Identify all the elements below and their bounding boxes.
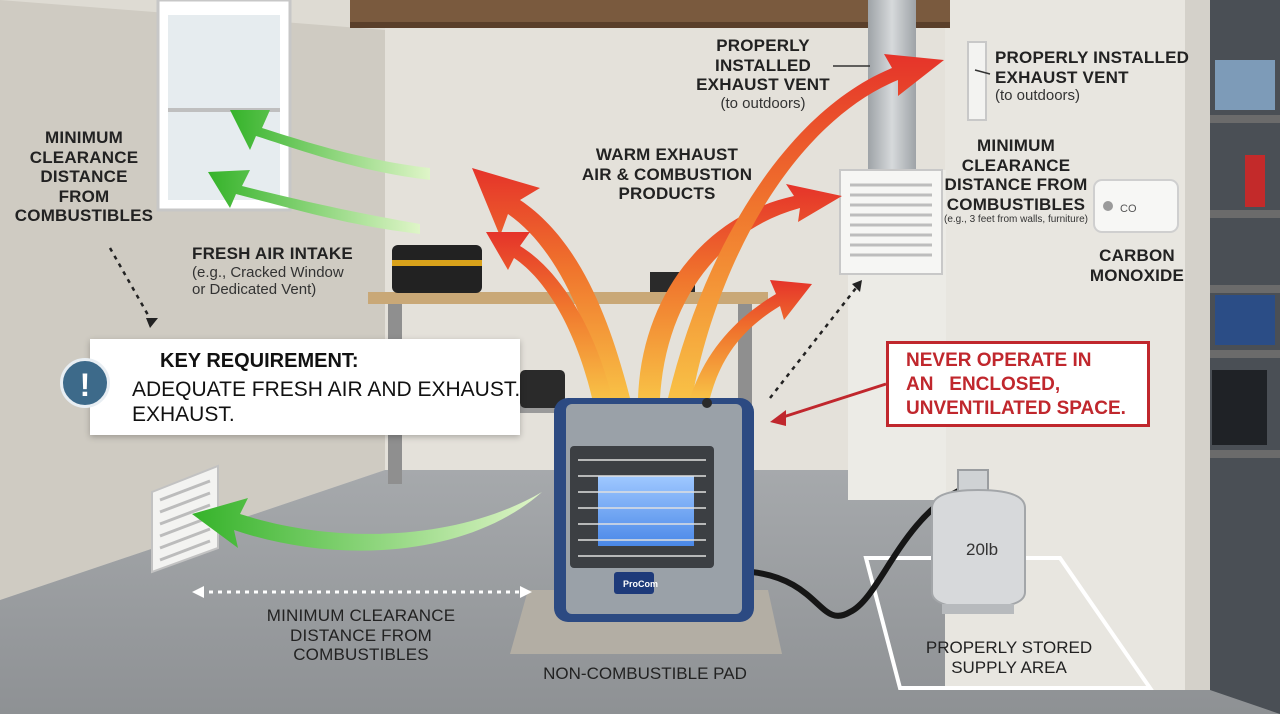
heater-flame-panel <box>598 476 694 546</box>
wall-vent-grille <box>839 169 943 275</box>
label-line: MONOXIDE <box>1089 265 1185 285</box>
label-line: WARM EXHAUST <box>595 145 739 164</box>
heater-brand-label: ProCom <box>623 579 659 589</box>
exhaust-vent-grille <box>967 41 987 121</box>
fresh-air-arrow <box>192 492 542 551</box>
clearance-arrowhead <box>146 318 158 328</box>
label-line: or Dedicated Vent) <box>192 280 317 298</box>
left-clearance-label: MINIMUM CLEARANCE DISTANCE FROM COMBUSTI… <box>12 128 156 226</box>
label-line: FROM <box>58 186 110 206</box>
top-exhaust-vent-label: PROPERLY INSTALLED EXHAUST VENT (to outd… <box>668 36 858 112</box>
fresh-air-arrow <box>208 170 420 234</box>
label-line: DISTANCE FROM <box>289 625 433 645</box>
shelf-2 <box>1210 210 1280 218</box>
key-requirement-text: EXHAUST. <box>132 403 235 426</box>
label-line: FRESH AIR INTAKE <box>192 244 353 263</box>
exhaust-arrow <box>486 232 612 398</box>
pillar-edge <box>1185 0 1210 690</box>
warning-text: NEVER OPERATE IN <box>906 350 1092 371</box>
label-line: PROPERLY INSTALLED <box>995 48 1190 67</box>
pointer-line <box>974 69 991 75</box>
wall-vent-slats <box>850 183 932 257</box>
label-line: CLEARANCE <box>29 147 139 167</box>
label-line: SUPPLY AREA <box>951 657 1067 677</box>
label-line: COMBUSTIBLES <box>946 194 1086 214</box>
label-line: MINIMUM <box>977 136 1055 155</box>
non-combustible-pad-label: NON-COMBUSTIBLE PAD <box>543 664 747 683</box>
tool-bag-stripe <box>392 260 482 266</box>
label-line: COMBUSTIBLES <box>293 645 429 665</box>
label-line: MINIMUM <box>45 128 123 147</box>
right-clearance-label: MINIMUM CLEARANCE DISTANCE FROM COMBUSTI… <box>936 136 1096 226</box>
bottom-clearance-label: MINIMUM CLEARANCE DISTANCE FROM COMBUSTI… <box>256 606 466 665</box>
storage-bin <box>1215 60 1275 110</box>
label-line: (to outdoors) <box>995 87 1081 105</box>
shelf-3 <box>1210 285 1280 293</box>
label-line: (e.g., 3 feet from walls, furniture) <box>944 214 1088 226</box>
label-line: EXHAUST VENT <box>995 67 1129 87</box>
ceiling-beam <box>350 22 950 28</box>
co-detector-text: CO <box>1120 203 1137 215</box>
tank-base <box>942 604 1014 614</box>
exhaust-arrow <box>690 280 812 398</box>
heater-grille-wires <box>578 459 706 557</box>
label-line: (e.g., Cracked Window <box>192 263 344 281</box>
clearance-arrowhead <box>192 586 204 598</box>
label-line: AIR & COMBUSTION <box>581 164 753 184</box>
label-line: PRODUCTS <box>618 184 716 204</box>
label-line: PROPERLY INSTALLED <box>715 36 811 75</box>
ceiling-joists <box>350 0 950 25</box>
warning-arrowhead <box>770 410 786 426</box>
carbon-monoxide-label: CARBON MONOXIDE <box>1082 246 1192 285</box>
label-line: CLEARANCE <box>961 155 1071 175</box>
tool-bag <box>392 245 482 293</box>
tool-case <box>520 370 565 408</box>
key-requirement-title: KEY REQUIREMENT: <box>160 350 359 372</box>
supply-area-label: PROPERLY STORED SUPPLY AREA <box>914 638 1104 677</box>
exhaust-arrow <box>668 54 944 398</box>
warm-exhaust-label: WARM EXHAUST AIR & COMBUSTION PRODUCTS <box>572 145 762 204</box>
fresh-air-arrow <box>230 110 430 180</box>
fresh-air-intake-label: FRESH AIR INTAKE (e.g., Cracked Window o… <box>192 244 353 298</box>
shelf-4 <box>1210 350 1280 358</box>
warning-text: AN ENCLOSED, <box>906 374 1061 395</box>
heater-brand-badge <box>614 572 654 594</box>
warning-pointer <box>779 382 887 420</box>
key-requirement-box <box>90 339 520 435</box>
label-line: EXHAUST VENT <box>696 75 830 95</box>
storage-bin <box>1212 370 1267 445</box>
label-line: DISTANCE FROM <box>944 175 1088 195</box>
tank-size-label: 20lb <box>966 540 999 559</box>
red-can <box>1245 155 1265 207</box>
window-glass <box>168 15 280 200</box>
label-line: PROPERLY STORED <box>925 638 1093 657</box>
clearance-arrowhead <box>852 280 862 292</box>
label-line: MINIMUM CLEARANCE <box>266 606 456 625</box>
storage-bin <box>1215 295 1275 345</box>
label-line: DISTANCE <box>40 167 128 187</box>
exclamation-icon: ! <box>60 358 110 408</box>
right-exhaust-vent-label: PROPERLY INSTALLED EXHAUST VENT (to outd… <box>995 48 1189 104</box>
gas-hose <box>751 487 962 619</box>
warning-box <box>886 341 1150 427</box>
co-detector <box>1093 179 1179 233</box>
label-line: CARBON <box>1099 246 1175 265</box>
warning-text: UNVENTILATED SPACE. <box>906 398 1126 419</box>
label-line: COMBUSTIBLES <box>14 206 154 226</box>
clearance-arrowhead <box>520 586 532 598</box>
heater-control-knob <box>702 398 712 408</box>
shelf-5 <box>1210 450 1280 458</box>
floor-vent-slats <box>159 479 211 562</box>
label-line: (to outdoors) <box>720 94 806 112</box>
co-detector-button <box>1103 201 1113 211</box>
shelf-1 <box>1210 115 1280 123</box>
key-requirement-text: ADEQUATE FRESH AIR AND EXHAUST. <box>132 378 521 401</box>
